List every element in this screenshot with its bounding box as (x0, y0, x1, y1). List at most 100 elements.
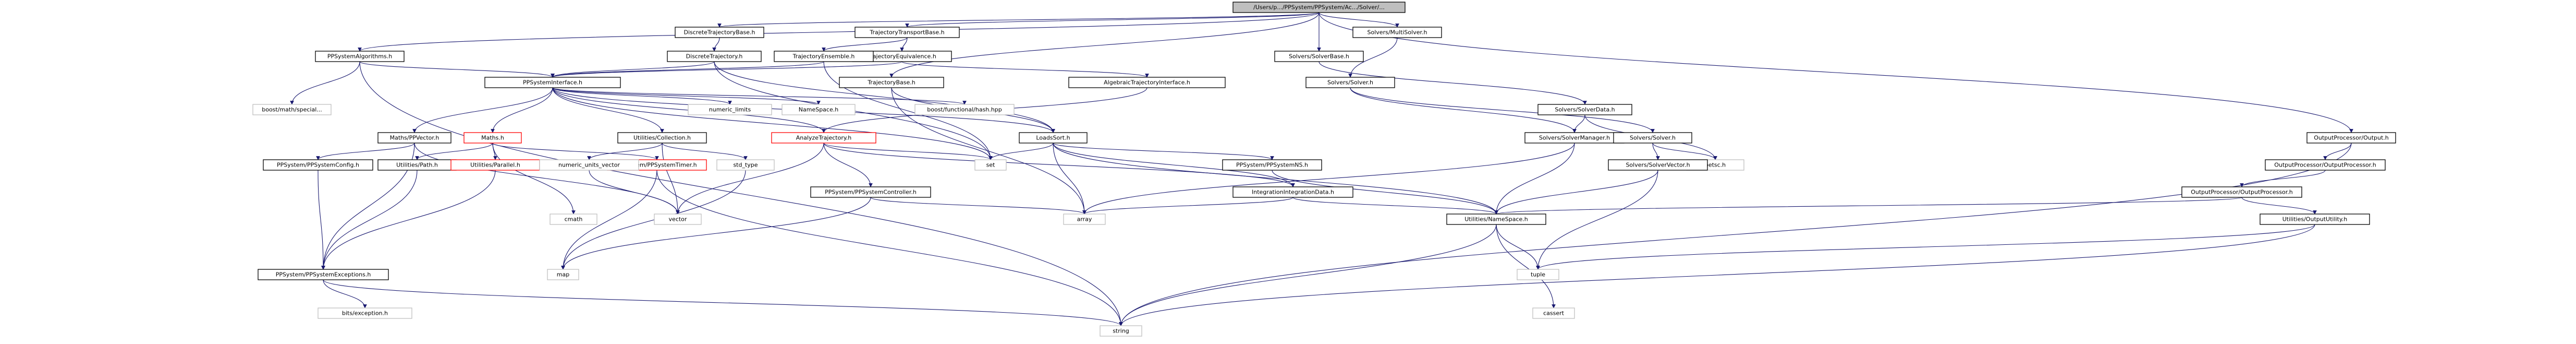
node-solversBase_h[interactable]: Solvers/SolverBase.h (1274, 51, 1364, 62)
node-trajectoryEnsemble_h[interactable]: TrajectoryEnsemble.h (774, 51, 874, 62)
edge-ppsystemInterface_h-to-nameSpace_h (552, 87, 821, 105)
node-box (839, 77, 944, 88)
node-box (688, 104, 772, 115)
edge-discreteTrajectoryBase_h-to-discreteTrajectory_h (712, 37, 720, 52)
node-box (1537, 104, 1632, 115)
node-utilitiesNameSpace_h[interactable]: Utilities/NameSpace.h (1446, 213, 1546, 225)
node-boostHash[interactable]: boost/functional/hash.hpp (914, 104, 1015, 115)
node-analyzeTrajectory_h[interactable]: AnalyzeTrajectory.h (771, 132, 876, 144)
node-loadsSort_h[interactable]: LoadsSort.h (1019, 132, 1088, 144)
edge-root-to-discreteTrajectoryBase_h (717, 12, 1320, 28)
node-solversSolver_h[interactable]: Solvers/Solver.h (1305, 77, 1395, 88)
node-label: TrajectoryEnsemble.h (792, 53, 855, 60)
node-box (1352, 27, 1442, 38)
node-box (1517, 269, 1559, 280)
node-label: PPSystemAlgorithms.h (327, 53, 392, 60)
edge-trajectoryEquivalence_h-to-ppsystemInterface_h (551, 61, 902, 78)
node-box (550, 213, 597, 225)
node-map[interactable]: map (547, 269, 579, 280)
node-discreteTrajectory_h[interactable]: DiscreteTrajectory.h (667, 51, 762, 62)
node-trajectoryEquivalence_h[interactable]: TrajectoryEquivalence.h (852, 51, 952, 62)
node-bitsException[interactable]: bits/exception.h (318, 307, 412, 319)
node-std_type[interactable]: std_type (716, 159, 775, 171)
node-maths_h[interactable]: Maths.h (463, 132, 522, 144)
node-ppsystemConfig_h[interactable]: PPSystem/PPSystemConfig.h (263, 159, 373, 171)
node-box (1063, 213, 1106, 225)
node-box (1232, 186, 1353, 198)
node-label: TrajectoryEquivalence.h (867, 53, 936, 60)
node-trajectoryTransport_h[interactable]: TrajectoryTransportBase.h (854, 27, 960, 38)
node-label: cassert (1543, 310, 1565, 317)
node-outputPut_h[interactable]: OutputProcessor/OutputProcessor.h (2181, 186, 2302, 198)
node-trajectoryBase_h[interactable]: TrajectoryBase.h (839, 77, 944, 88)
edge-solversVector_h-to-tuple (1536, 170, 1658, 270)
node-mathsVector_h[interactable]: Maths/PPVector.h (377, 132, 451, 144)
node-label: Maths.h (481, 135, 504, 141)
node-label: set (986, 162, 995, 169)
node-vector[interactable]: vector (654, 213, 702, 225)
node-box (774, 51, 874, 62)
node-numericLimits[interactable]: numeric_limits (688, 104, 772, 115)
node-box (547, 269, 579, 280)
node-solversVector_h[interactable]: Solvers/SolverVector.h (1608, 159, 1708, 171)
node-label: DiscreteTrajectoryBase.h (683, 29, 755, 36)
edge-maths_h-to-ppsystemTimer_h (492, 143, 659, 160)
edge-analyzeTrajectory_h-to-vector (676, 143, 824, 215)
edge-ppsystemCtrl_h-to-array (870, 197, 1086, 215)
node-box (914, 104, 1015, 115)
node-box (463, 132, 522, 144)
edge-trajectoryTransport_h-to-trajectoryEnsemble_h (822, 37, 908, 52)
node-array[interactable]: array (1063, 213, 1106, 225)
edge-solversSolver_h-to-solversSolver2 (1350, 87, 1655, 133)
node-solversSolverData_h[interactable]: Solvers/SolverData.h (1537, 104, 1632, 115)
edge-ppsystemNS_h-to-utilitiesNameSpace_h (1272, 170, 1498, 215)
node-outputProcessor_p[interactable]: OutputProcessor/OutputProcessor.h (2265, 159, 2386, 171)
node-root[interactable]: /Users/p.../PPSystem/PPSystem/Ac.../Solv… (1232, 2, 1406, 13)
edge-solversSolver2-to-solversVector_h (1652, 143, 1660, 160)
edge-outputPut_h-to-utilitiesOutput (2241, 197, 2317, 215)
node-solversMultiSolver_h[interactable]: Solvers/MultiSolver.h (1352, 27, 1442, 38)
node-utilitiesOutput[interactable]: Utilities/OutputUtility.h (2260, 213, 2370, 225)
node-box (1608, 159, 1708, 171)
node-utilitiesPath_h[interactable]: Utilities/Path.h (377, 159, 457, 171)
node-string[interactable]: string (1100, 325, 1142, 337)
node-ppsystemExceptions_h[interactable]: PPSystem/PPSystemExceptions.h (258, 269, 389, 280)
node-outputProcessor_h[interactable]: OutputProcessor/Output.h (2306, 132, 2396, 144)
node-box (716, 159, 775, 171)
edge-utilitiesPath_h-to-ppsystemExceptions_h (321, 170, 418, 270)
node-solverSolverMana_h[interactable]: Solvers/SolverManager.h (1524, 132, 1625, 144)
edge-utilitiesCollection_h-to-std_type (662, 143, 748, 160)
node-label: array (1077, 216, 1092, 223)
node-numericUnits[interactable]: numeric_units_vector (539, 159, 639, 171)
node-box (617, 132, 707, 144)
edge-ppsystemInterface_h-to-set (552, 87, 993, 160)
node-set[interactable]: set (974, 159, 1007, 171)
node-integrationData_h[interactable]: IntegrationIntegrationData.h (1232, 186, 1353, 198)
node-label: tuple (1531, 271, 1545, 278)
edge-ppsystemExceptions_h-to-bitsException (323, 279, 367, 309)
node-solversSolver2[interactable]: Solvers/Solver.h (1613, 132, 1692, 144)
node-ppsystemNS_h[interactable]: PPSystem/PPSystemNS.h (1222, 159, 1322, 171)
node-discreteTrajectoryBase_h[interactable]: DiscreteTrajectoryBase.h (675, 27, 764, 38)
node-box (258, 269, 389, 280)
node-label: Maths/PPVector.h (390, 135, 439, 141)
node-algebraicTrajectory_h[interactable]: AlgebraicTrajectoryInterface.h (1068, 77, 1226, 88)
edge-root-to-solversMultiSolver_h (1318, 12, 1399, 28)
edge-trajectoryEnsemble_h-to-ppsystemInterface_h (551, 61, 824, 78)
node-label: PPSystem/PPSystemController.h (825, 189, 917, 196)
edge-outputProcessor_h-to-outputProcessor_p (2323, 143, 2352, 160)
node-ppsystemAlgorithms_h[interactable]: PPSystemAlgorithms.h (315, 51, 405, 62)
node-label: Utilities/Parallel.h (470, 162, 520, 169)
node-tuple[interactable]: tuple (1517, 269, 1559, 280)
edge-ppsystemTimer_h-to-map (561, 170, 657, 270)
node-utilitiesCollection_h[interactable]: Utilities/Collection.h (617, 132, 707, 144)
edge-solversMultiSolver_h-to-solversSolver_h (1348, 37, 1398, 78)
node-utilParallel_h[interactable]: Utilities/Parallel.h (450, 159, 540, 171)
node-ppsystemCtrl_h[interactable]: PPSystem/PPSystemController.h (810, 186, 931, 198)
node-cassert[interactable]: cassert (1532, 307, 1575, 319)
node-cmath[interactable]: cmath (550, 213, 597, 225)
node-boostMath[interactable]: boost/math/special... (252, 104, 332, 115)
node-nameSpace_h[interactable]: NameSpace.h (782, 104, 856, 115)
node-box (1446, 213, 1546, 225)
node-ppsystemInterface_h[interactable]: PPSystemInterface.h (484, 77, 621, 88)
